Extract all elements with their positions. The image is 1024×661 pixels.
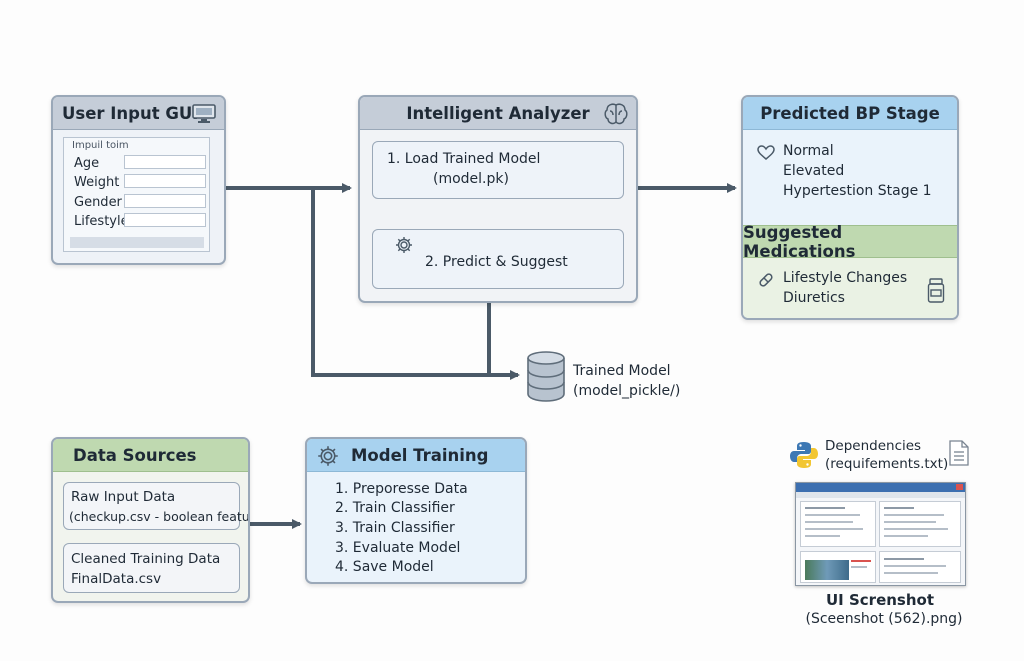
cleaned-training-data-line1: Cleaned Training Data [71, 551, 221, 567]
dependencies-file: (requifements.txt) [825, 456, 949, 472]
raw-input-data-line1: Raw Input Data [71, 489, 176, 505]
step-load-model: 1. Load Trained Model (model.pk) [372, 141, 624, 199]
gender-input[interactable] [124, 194, 206, 208]
python-logo-icon [790, 442, 818, 468]
input-form-title: Impuil toim [72, 140, 129, 151]
lifestyle-input[interactable] [124, 213, 206, 227]
field-label-weight: Weight [74, 175, 120, 190]
bp-stage-normal: Normal [783, 143, 834, 159]
thumbnail-image-pane [800, 551, 876, 583]
model-training-title: Model Training [351, 445, 489, 465]
thumbnail-output-pane [879, 551, 961, 583]
data-sources-header: Data Sources [53, 439, 248, 472]
intelligent-analyzer-title: Intelligent Analyzer [406, 103, 590, 123]
ui-screenshot-label: UI Screnshot [825, 591, 935, 609]
gear-icon [396, 237, 412, 253]
user-input-gui-panel: User Input GUI Impuil toim Age Weight Ge… [51, 95, 226, 265]
data-sources-title: Data Sources [73, 445, 197, 465]
trained-model-path: (model_pickle/) [573, 383, 681, 399]
training-step-4: 3. Evaluate Model [335, 540, 461, 556]
training-step-5: 4. Save Model [335, 559, 434, 575]
predicted-bp-title: Predicted BP Stage [760, 103, 940, 123]
heart-icon [757, 145, 775, 160]
thumbnail-toolbar [796, 492, 965, 498]
medication-diuretics: Diuretics [783, 290, 845, 306]
trained-model-label: Trained Model [573, 363, 671, 379]
bp-stage-elevated: Elevated [783, 163, 845, 179]
model-training-panel: Model Training 1. Preporesse Data 2. Tra… [305, 437, 527, 584]
intelligent-analyzer-header: Intelligent Analyzer [360, 97, 636, 130]
user-input-gui-header: User Input GUI [53, 97, 224, 130]
field-label-gender: Gender [74, 195, 122, 210]
monitor-icon [192, 104, 216, 123]
field-label-lifestyle: Lifestyle [74, 214, 129, 229]
input-form: Impuil toim Age Weight Gender Lifestyle [63, 137, 210, 252]
medication-lifestyle: Lifestyle Changes [783, 270, 908, 286]
field-label-age: Age [74, 156, 100, 171]
age-input[interactable] [124, 155, 206, 169]
suggested-medications-title: Suggested Medications [743, 222, 856, 261]
dependencies-label: Dependencies [825, 438, 922, 454]
training-gear-icon [318, 446, 338, 466]
brain-icon [604, 103, 628, 125]
document-icon [949, 440, 969, 466]
intelligent-analyzer-panel: Intelligent Analyzer 1. Load Trained Mod… [358, 95, 638, 303]
thumbnail-titlebar [796, 483, 965, 492]
suggested-medications-header: Suggested Medications [743, 222, 957, 261]
suggested-medications-section: Suggested Medications Lifestyle Changes … [743, 222, 957, 318]
thumbnail-left-pane [800, 501, 876, 547]
cleaned-training-data-line2: FinalData.csv [71, 571, 162, 587]
step-predict-suggest: 2. Predict & Suggest [372, 229, 624, 289]
raw-input-data-line2: (checkup.csv - boolean features) [69, 509, 250, 524]
step-load-model-line1: 1. Load Trained Model [387, 151, 541, 167]
bp-stage-hypertension: Hypertestion Stage 1 [783, 183, 932, 199]
step-load-model-line2: (model.pk) [433, 171, 509, 187]
predicted-bp-panel: Predicted BP Stage Normal Elevated Hyper… [741, 95, 959, 320]
cleaned-training-data-box: Cleaned Training Data FinalData.csv [63, 543, 240, 593]
training-step-3: 3. Train Classifier [335, 520, 455, 536]
medicine-bottle-icon [927, 278, 945, 303]
raw-input-data-box: Raw Input Data (checkup.csv - boolean fe… [63, 482, 248, 530]
training-step-1: 1. Preporesse Data [335, 481, 468, 497]
thumbnail-close-button [956, 484, 963, 490]
arrow-to-trained-model [311, 188, 520, 380]
step-predict-suggest-label: 2. Predict & Suggest [425, 254, 568, 270]
predicted-bp-header: Predicted BP Stage [743, 97, 957, 130]
ui-screenshot-file: (Sceenshot (562).png) [805, 611, 963, 627]
thumbnail-right-pane [879, 501, 961, 547]
ui-screenshot-thumbnail [795, 482, 966, 586]
user-input-gui-title: User Input GUI [62, 103, 199, 123]
pill-icon [759, 273, 773, 287]
data-sources-panel: Data Sources Raw Input Data (checkup.csv… [51, 437, 250, 603]
submit-bar[interactable] [70, 237, 204, 248]
weight-input[interactable] [124, 174, 206, 188]
training-step-2: 2. Train Classifier [335, 500, 455, 516]
database-icon [527, 351, 565, 402]
model-training-header: Model Training [307, 439, 525, 472]
